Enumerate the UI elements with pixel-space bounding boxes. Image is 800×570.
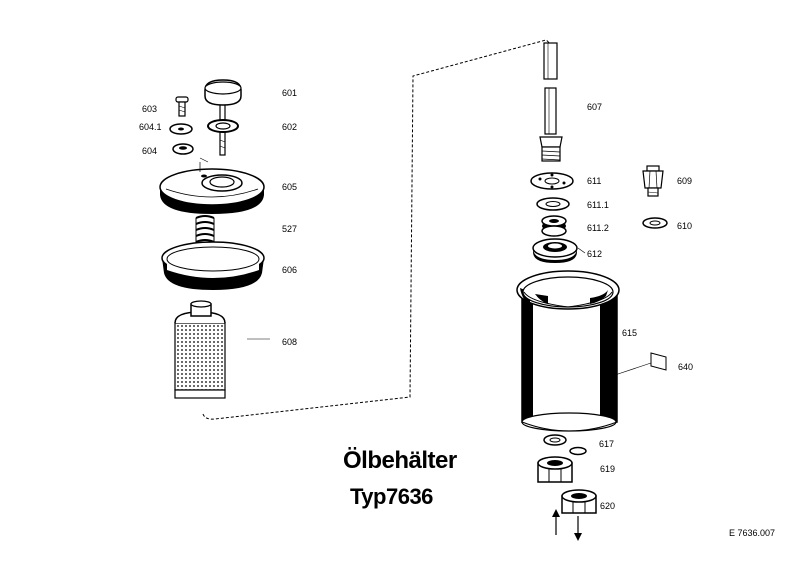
flange-611 <box>530 172 574 190</box>
label-606: 606 <box>282 265 297 275</box>
diagram-title: Ölbehälter <box>343 447 457 474</box>
washer-617 <box>543 434 587 456</box>
ring-602 <box>207 119 239 133</box>
label-640: 640 <box>678 362 693 372</box>
leader-lines <box>199 157 652 377</box>
label-610: 610 <box>677 221 692 231</box>
outflow-arrow-icon <box>574 516 582 541</box>
spring-527 <box>195 215 215 244</box>
washer-604-1 <box>169 123 193 135</box>
label-611: 611 <box>587 176 601 186</box>
label-620: 620 <box>600 501 615 511</box>
label-607: 607 <box>587 102 602 112</box>
washer-610 <box>642 217 668 229</box>
label-612: 612 <box>587 249 602 259</box>
label-604-1: 604.1 <box>139 122 162 132</box>
label-615: 615 <box>622 328 637 338</box>
assembly-path-dashed <box>202 39 552 420</box>
tube-607 <box>539 42 563 162</box>
nut-619 <box>537 456 573 483</box>
label-602: 602 <box>282 122 297 132</box>
label-617: 617 <box>599 439 614 449</box>
knob-601 <box>204 79 242 156</box>
cap-612 <box>532 238 578 263</box>
screw-603 <box>175 96 189 117</box>
filter-608 <box>174 300 226 399</box>
washer-604 <box>172 143 194 155</box>
label-611-1: 611.1 <box>587 200 609 210</box>
fitting-609 <box>642 165 664 197</box>
nut-620 <box>561 489 597 514</box>
lid-605 <box>159 162 265 214</box>
coil-611-2 <box>541 215 567 237</box>
band-606 <box>161 241 265 290</box>
label-609: 609 <box>677 176 692 186</box>
label-611-2: 611.2 <box>587 223 609 233</box>
label-527: 527 <box>282 224 297 234</box>
washer-611-1 <box>536 197 570 211</box>
container-615 <box>516 270 620 432</box>
label-plate-640 <box>650 352 667 371</box>
inflow-arrow-icon <box>552 509 560 535</box>
label-608: 608 <box>282 337 297 347</box>
document-number: E 7636.007 <box>729 528 776 538</box>
label-601: 601 <box>282 88 297 98</box>
label-604: 604 <box>142 146 157 156</box>
diagram-subtitle: Typ7636 <box>350 484 433 509</box>
label-603: 603 <box>142 104 157 114</box>
label-605: 605 <box>282 182 297 192</box>
label-619: 619 <box>600 464 615 474</box>
